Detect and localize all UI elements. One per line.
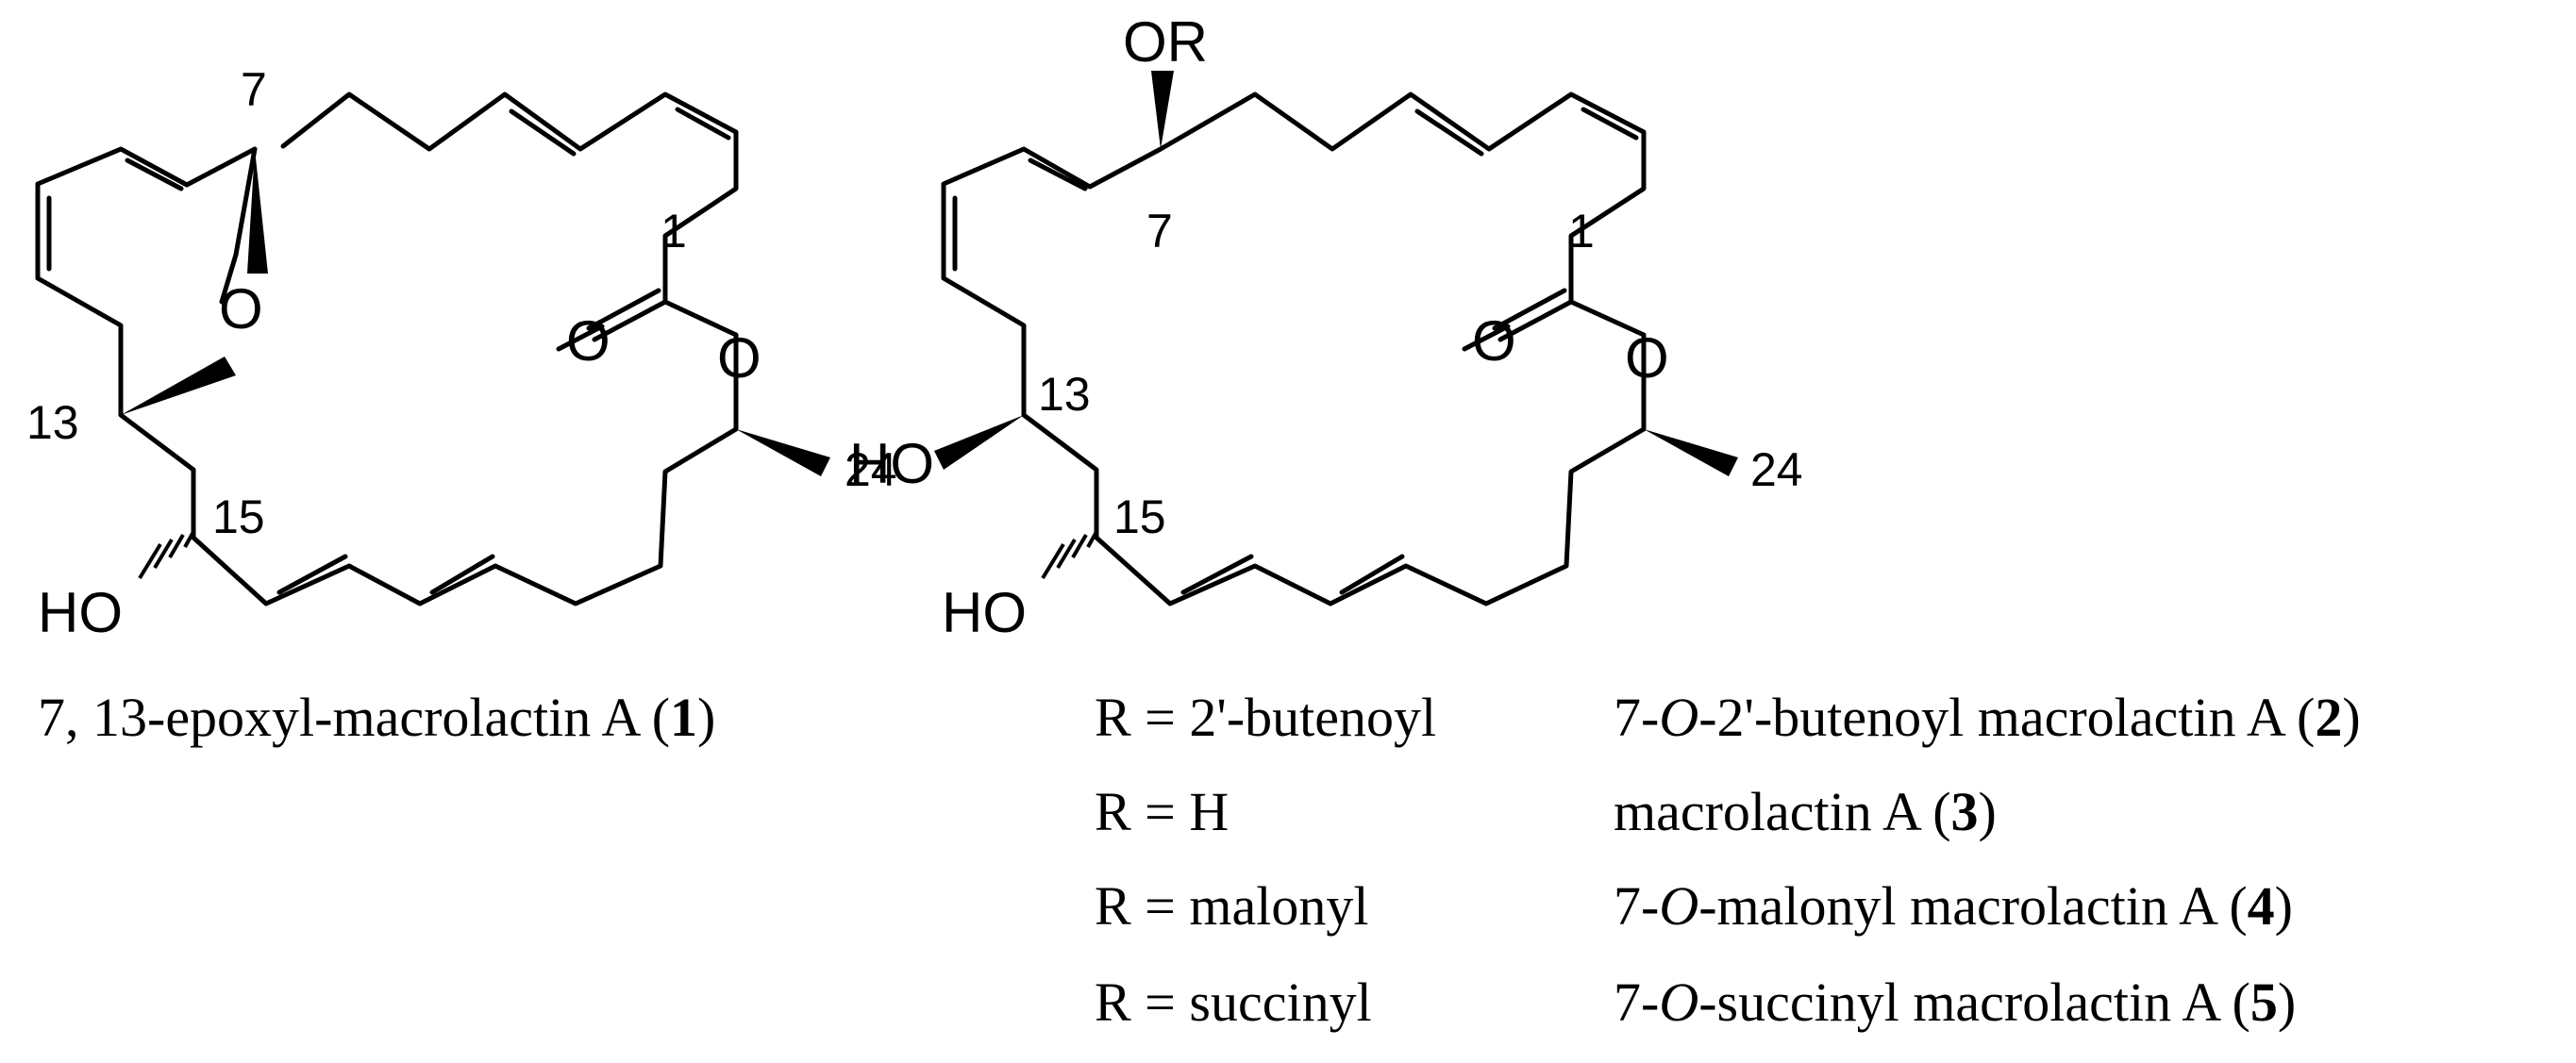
backbone-bonds-2 — [941, 91, 1647, 606]
label-1-2: 1 — [1568, 205, 1595, 257]
r-value-0: R = 2'-butenoyl — [1095, 687, 1436, 748]
ether-bridge-1 — [219, 146, 258, 305]
hydroxyl-15-2: HO — [942, 581, 1027, 644]
wedge-13-1 — [121, 357, 236, 415]
oxygen-ester-1: O — [717, 326, 761, 390]
label-7-1: 7 — [241, 63, 267, 116]
backbone-bonds-1 — [35, 91, 739, 606]
structure-compound-1: O O O HO 7 1 13 15 24 — [26, 63, 897, 644]
compound-name-3: 7-O-succinyl macrolactin A (5) — [1614, 972, 2296, 1033]
oxygen-ring-1: O — [219, 277, 263, 340]
r-group-table: R = 2'-butenoyl R = H R = malonyl R = su… — [1095, 687, 2361, 1033]
carbonyl-bond-2 — [1492, 288, 1574, 342]
label-13-1: 13 — [26, 396, 79, 449]
label-24-2: 24 — [1750, 443, 1803, 496]
hydroxyl-1: HO — [38, 581, 123, 644]
double-bonds-1 — [46, 107, 731, 595]
label-15-1: 15 — [212, 490, 265, 543]
hash-15-1 — [138, 529, 196, 580]
double-bonds-2 — [952, 107, 1639, 595]
r-value-3: R = succinyl — [1095, 972, 1372, 1033]
r-value-2: R = malonyl — [1095, 875, 1368, 937]
oxygen-ester-2: O — [1625, 326, 1669, 390]
or-group-2: OR — [1123, 10, 1208, 74]
wedge-24-2 — [1644, 429, 1738, 476]
oxygen-carbonyl-2: O — [1472, 309, 1516, 373]
caption-compound-1: 7, 13-epoxyl-macrolactin A (1) — [38, 687, 715, 748]
compound-name-1: macrolactin A (3) — [1614, 781, 1997, 842]
r-value-1: R = H — [1095, 781, 1229, 842]
compound-name-2: 7-O-malonyl macrolactin A (4) — [1614, 875, 2293, 937]
hydroxyl-13-2: HO — [849, 432, 934, 495]
hash-15-2 — [1041, 529, 1099, 580]
wedge-7-2 — [1151, 71, 1174, 149]
structure-compound-2-5: OR O O HO HO 7 1 13 15 24 — [849, 10, 1803, 644]
label-15-2: 15 — [1113, 490, 1166, 543]
label-1-1: 1 — [661, 205, 687, 257]
wedge-7-1 — [247, 149, 268, 274]
oxygen-carbonyl-1: O — [566, 309, 611, 373]
wedge-24-1 — [736, 429, 830, 476]
compound-name-0: 7-O-2'-butenoyl macrolactin A (2) — [1614, 687, 2361, 748]
wedge-13-2 — [934, 415, 1024, 470]
label-24-1: 24 — [845, 443, 897, 496]
label-13-2: 13 — [1038, 368, 1091, 421]
carbonyl-bond-1 — [586, 288, 668, 342]
label-7-2: 7 — [1146, 205, 1173, 257]
